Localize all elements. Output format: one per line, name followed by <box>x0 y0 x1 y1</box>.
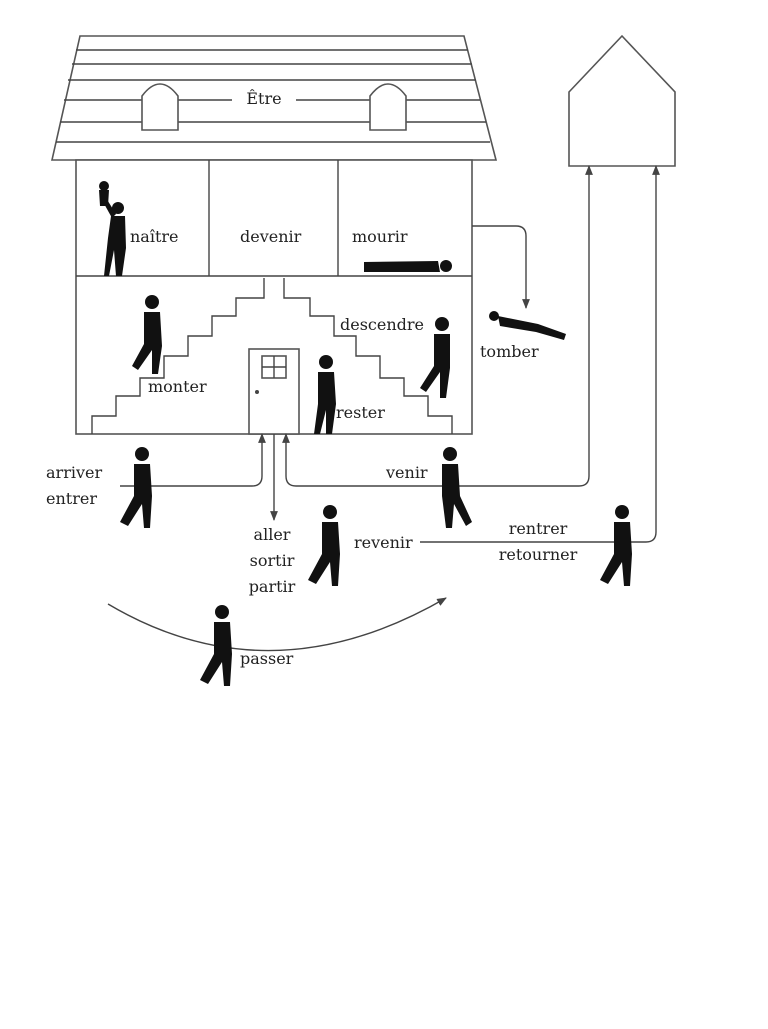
arrow-rentrer <box>420 165 660 543</box>
figure-rester-icon <box>314 355 336 434</box>
arrow-passer <box>107 597 447 652</box>
figure-sortir-icon <box>308 505 340 586</box>
figure-parent-with-baby-icon <box>99 181 126 276</box>
small-house <box>568 34 676 167</box>
label-devenir: devenir <box>240 227 302 246</box>
figure-descendre-icon <box>420 317 450 398</box>
arrow-tomber <box>472 225 530 309</box>
verb-labels: naître devenir mourir descendre monter r… <box>46 227 578 668</box>
arrow-entrer <box>120 433 266 487</box>
roof-dormer-right <box>369 83 407 131</box>
house-roof: Être <box>50 35 498 161</box>
label-descendre: descendre <box>340 315 424 334</box>
figure-monter-icon <box>132 295 162 374</box>
figure-rentrer-icon <box>600 505 632 586</box>
label-aller: aller <box>254 525 291 544</box>
figure-passer-icon <box>200 605 232 686</box>
figure-falling-tomber-icon <box>489 311 566 340</box>
figures <box>99 181 632 686</box>
figure-venir-icon <box>442 447 472 528</box>
label-arriver: arriver <box>46 463 102 482</box>
figure-lying-mourir-icon <box>364 260 452 272</box>
label-rentrer: rentrer <box>509 519 568 538</box>
label-passer: passer <box>240 649 294 668</box>
label-tomber: tomber <box>480 342 539 361</box>
door <box>248 348 300 435</box>
roof-dormer-left <box>141 83 179 131</box>
arrow-venir <box>282 165 593 487</box>
label-sortir: sortir <box>250 551 295 570</box>
label-mourir: mourir <box>352 227 408 246</box>
label-naitre: naître <box>130 227 179 246</box>
figure-entrer-icon <box>120 447 152 528</box>
label-retourner: retourner <box>499 545 578 564</box>
label-partir: partir <box>249 577 296 596</box>
arrows <box>107 165 660 652</box>
label-rester: rester <box>336 403 385 422</box>
label-venir: venir <box>385 463 428 482</box>
label-revenir: revenir <box>354 533 413 552</box>
label-entrer: entrer <box>46 489 97 508</box>
label-monter: monter <box>148 377 207 396</box>
roof-title: Être <box>246 88 281 108</box>
